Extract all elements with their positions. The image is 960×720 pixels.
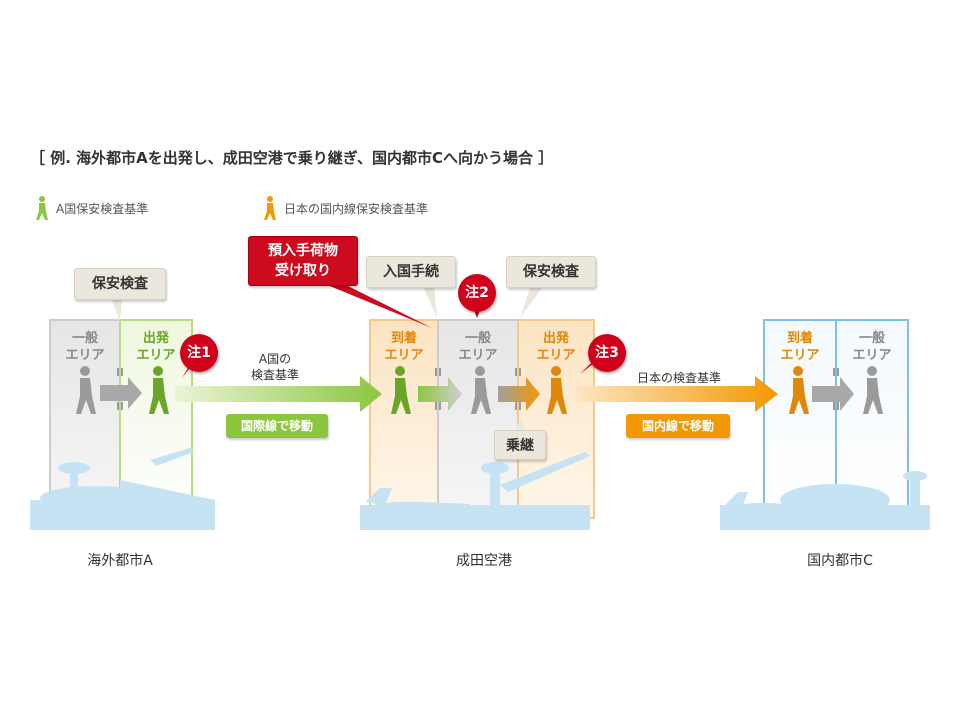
zone-general-narita: 一般エリア: [458, 331, 498, 363]
callout-pointer-security-a: [112, 300, 122, 322]
zone-departure-narita-bg: [517, 319, 595, 519]
zone-arrival-narita: 到着エリア: [384, 331, 424, 363]
dom-flight-pill: 国内線で移動: [626, 414, 730, 438]
legend-label-a: A国保安検査基準: [56, 201, 149, 216]
arrow-narita-2: [498, 377, 540, 411]
dom-standard-label: 日本の検査基準: [636, 371, 721, 385]
zone-general-a-bg: [49, 319, 121, 519]
callout-pointer-baggage: [320, 282, 432, 328]
zone-departure-a: 出発エリア: [136, 331, 176, 363]
walking-person-gray-a: [76, 366, 96, 414]
airport-c-silhouette: [720, 471, 930, 530]
callout-pointer-immigration: [422, 284, 437, 318]
walking-person-green-a: [149, 366, 169, 414]
page-title: ［ 例. 海外都市Aを出発し、成田空港で乗り継ぎ、国内都市Cへ向かう場合 ］: [30, 149, 554, 167]
callout-pointer-security-narita: [520, 288, 542, 318]
intl-standard-label: A国の検査基準: [250, 352, 299, 382]
legend-label-japan: 日本の国内線保安検査基準: [284, 201, 429, 216]
callout-pointer-transit: [515, 418, 527, 432]
airport-a-silhouette: [30, 448, 215, 530]
callout-immigration: 入国手続: [366, 256, 456, 288]
callout-security-a: 保安検査: [74, 268, 166, 300]
walking-person-green-narita: [391, 366, 411, 414]
callout-security-narita: 保安検査: [506, 256, 596, 288]
zone-departure-narita: 出発エリア: [536, 331, 576, 363]
arrow-international: [175, 376, 382, 412]
walking-person-gray-c: [863, 366, 883, 414]
zone-general-a: 一般エリア: [65, 331, 105, 363]
walking-person-gray-narita: [471, 366, 491, 414]
intl-flight-pill: 国際線で移動: [226, 414, 328, 438]
walking-person-green-icon: [36, 196, 48, 220]
legend-item-japan-domestic: 日本の国内線保安検査基準: [262, 195, 428, 221]
note-3-badge[interactable]: 注3: [588, 334, 626, 372]
zone-arrival-c: 到着エリア: [780, 331, 820, 363]
arrow-c-gate: [812, 377, 854, 411]
city-label-narita: 成田空港: [456, 553, 512, 569]
walking-person-orange-icon: [264, 196, 276, 220]
note-2-badge[interactable]: 注2: [458, 274, 496, 312]
note-1-badge[interactable]: 注1: [180, 334, 218, 372]
walking-person-orange-c: [789, 366, 809, 414]
walking-person-orange-narita: [547, 366, 567, 414]
arrow-narita-1: [418, 377, 462, 411]
arrow-domestic: [575, 376, 778, 412]
legend-item-a-standard: A国保安検査基準: [34, 195, 148, 221]
arrow-a-gate: [100, 377, 142, 409]
airport-narita-silhouette: [360, 452, 590, 530]
city-label-c: 国内都市C: [807, 553, 873, 569]
zone-general-c: 一般エリア: [852, 331, 892, 363]
callout-transit: 乗継: [494, 430, 546, 460]
city-label-a: 海外都市A: [87, 553, 153, 569]
callout-baggage-claim: 預入手荷物受け取り: [248, 236, 358, 286]
